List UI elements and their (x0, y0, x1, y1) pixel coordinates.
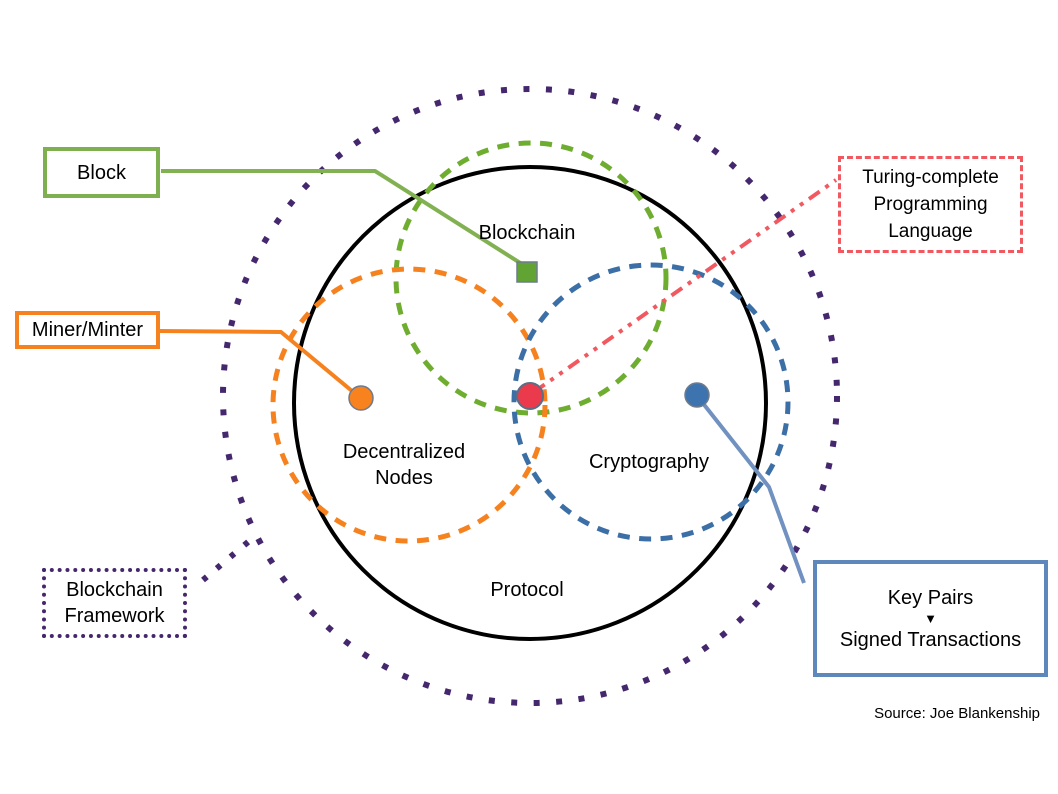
key-pairs-callout-line2: Signed Transactions (839, 628, 1022, 651)
miner-connector-line (157, 329, 360, 398)
block-square-marker (516, 261, 538, 283)
blockchain-framework-circle (220, 86, 840, 706)
turing-dot-marker (516, 382, 544, 410)
miner-dot-marker (348, 385, 374, 411)
down-arrow-icon: ▼ (924, 610, 937, 626)
region-label-blockchain: Blockchain (478, 222, 576, 244)
turing-callout-line2: Programming (873, 194, 988, 215)
framework-callout-line1: Blockchain (66, 579, 163, 601)
block-connector-line (161, 169, 527, 268)
blockchain-circle (393, 140, 669, 416)
region-label-cryptography: Cryptography (588, 451, 710, 473)
key-pairs-callout-line1: Key Pairs (887, 586, 974, 609)
framework-connector-line (201, 534, 256, 583)
keypairs-connector-line (696, 395, 806, 584)
miner-minter-callout-label: Miner/Minter (31, 319, 144, 341)
region-label-protocol: Protocol (490, 579, 564, 601)
keypairs-dot-marker (684, 382, 710, 408)
region-label-decentralized-line1: Decentralized (342, 441, 466, 463)
turing-callout-line1: Turing-complete (862, 167, 999, 188)
source-attribution: Source: Joe Blankenship (874, 705, 1040, 722)
cryptography-circle (511, 262, 791, 542)
decentralized-nodes-circle (270, 266, 548, 544)
key-pairs-callout-box: Key Pairs ▼ Signed Transactions (813, 560, 1048, 677)
framework-callout-line2: Framework (64, 605, 165, 627)
protocol-circle (292, 165, 768, 641)
miner-minter-callout-box: Miner/Minter (15, 311, 160, 349)
turing-complete-callout-box: Turing-complete Programming Language (838, 156, 1023, 253)
region-label-decentralized-nodes: Decentralized Nodes (314, 439, 494, 491)
region-label-decentralized-line2: Nodes (375, 467, 433, 489)
block-callout-label: Block (77, 161, 126, 184)
blockchain-framework-callout-box: Blockchain Framework (42, 568, 187, 638)
block-callout-box: Block (43, 147, 160, 198)
turing-callout-line3: Language (888, 221, 973, 242)
